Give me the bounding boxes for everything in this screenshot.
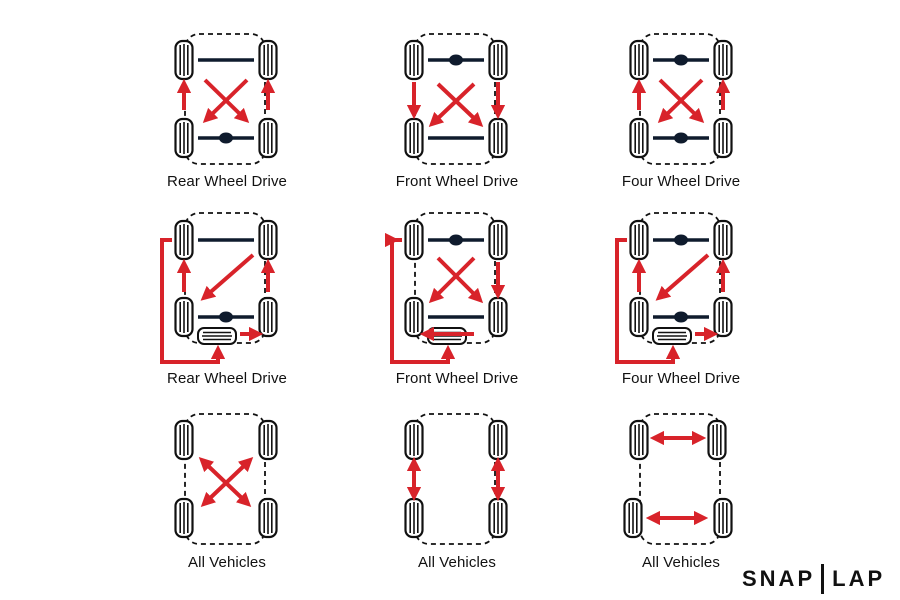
snaplap-logo: SNAP LAP	[742, 562, 885, 596]
rotation-arrow	[428, 256, 476, 304]
differential-icon	[674, 234, 688, 246]
differential-icon	[449, 234, 463, 246]
rotation-pattern-spare-4wd	[615, 212, 733, 364]
tire-icon	[174, 296, 194, 338]
tire-icon	[174, 419, 194, 461]
tire-icon	[488, 419, 508, 461]
diagram-label-4wd: Four Wheel Drive	[621, 173, 741, 190]
differential-icon	[674, 132, 688, 144]
differential-icon	[449, 54, 463, 66]
tire-icon	[258, 219, 278, 261]
tire-icon	[488, 219, 508, 261]
rotation-arrow	[436, 256, 484, 304]
diagram-label-fwd: Front Wheel Drive	[395, 173, 519, 190]
tire-icon	[629, 117, 649, 159]
differential-icon	[674, 54, 688, 66]
swap-arrow	[200, 457, 254, 507]
diagram-label-all-side: All Vehicles	[642, 554, 720, 571]
rotation-arrow	[436, 82, 484, 127]
tire-icon	[174, 39, 194, 81]
diagram-label-all-front-back: All Vehicles	[418, 554, 496, 571]
tire-icon	[258, 39, 278, 81]
tire-icon	[488, 39, 508, 81]
spare-route-arrow	[390, 238, 456, 364]
logo-divider	[821, 564, 825, 594]
tire-icon	[488, 117, 508, 159]
tire-icon	[713, 296, 733, 338]
tire-icon	[713, 497, 733, 539]
rotation-pattern-4wd	[629, 33, 733, 165]
tire-icon	[629, 296, 649, 338]
rotation-arrow	[428, 82, 476, 127]
tire-icon	[404, 117, 424, 159]
logo-text-snap: SNAP	[742, 566, 816, 591]
rotation-pattern-all-side	[623, 413, 733, 545]
tire-icon	[404, 219, 424, 261]
differential-icon	[219, 132, 233, 144]
tire-icon	[713, 219, 733, 261]
tire-icon	[404, 296, 424, 338]
tire-icon	[404, 497, 424, 539]
logo-text-lap: LAP	[832, 566, 886, 591]
diagram-label-fwd-spare: Front Wheel Drive	[395, 370, 519, 387]
tire-icon	[707, 419, 727, 461]
rotation-arrow	[203, 78, 250, 124]
tire-icon	[258, 419, 278, 461]
tire-icon	[404, 419, 424, 461]
rotation-pattern-rwd	[174, 33, 278, 165]
spare-route-arrow	[615, 238, 681, 364]
rotation-arrow	[657, 78, 704, 124]
diagram-label-all-x: All Vehicles	[188, 554, 266, 571]
tire-icon	[629, 39, 649, 81]
diagram-label-rwd-spare: Rear Wheel Drive	[167, 370, 287, 387]
tire-icon	[174, 497, 194, 539]
tire-icon	[713, 39, 733, 81]
tire-icon	[623, 497, 643, 539]
rotation-arrow	[202, 78, 249, 124]
differential-icon	[219, 311, 233, 323]
tire-icon	[488, 497, 508, 539]
tire-icon	[174, 117, 194, 159]
rotation-pattern-all-front-back	[404, 413, 508, 545]
car-body-outline	[184, 413, 266, 545]
tire-icon	[258, 497, 278, 539]
rotation-pattern-spare-rwd	[160, 212, 278, 364]
tire-icon	[258, 117, 278, 159]
tire-icon	[258, 296, 278, 338]
tire-icon	[713, 117, 733, 159]
rotation-arrow	[655, 253, 710, 301]
car-body-outline	[414, 413, 496, 545]
rotation-arrow	[200, 253, 255, 301]
tire-icon	[629, 419, 649, 461]
rotation-arrow	[658, 78, 705, 124]
spare-route-arrow	[160, 238, 226, 364]
rotation-pattern-fwd	[404, 33, 508, 165]
rotation-pattern-spare-fwd	[390, 212, 508, 364]
spare-tire-icon	[652, 327, 692, 345]
tire-icon	[629, 219, 649, 261]
diagram-label-rwd: Rear Wheel Drive	[167, 173, 287, 190]
spare-tire-icon	[197, 327, 237, 345]
differential-icon	[674, 311, 688, 323]
tire-icon	[404, 39, 424, 81]
diagram-label-4wd-spare: Four Wheel Drive	[621, 370, 741, 387]
rotation-pattern-all-x	[174, 413, 278, 545]
tire-icon	[174, 219, 194, 261]
tire-icon	[488, 296, 508, 338]
